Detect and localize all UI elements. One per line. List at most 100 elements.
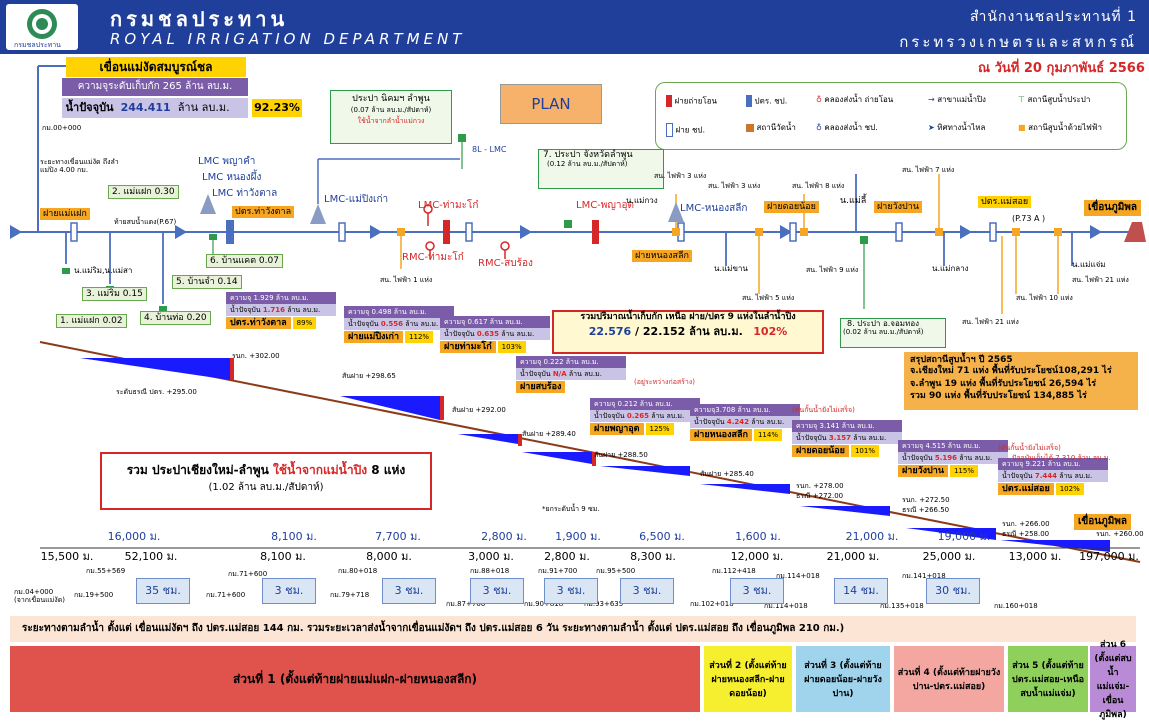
logo-caption: กรมชลประทาน: [14, 41, 61, 49]
weir-percent: 125%: [645, 423, 674, 436]
km-mark: กม.93+635: [584, 600, 624, 608]
legend-item-electric-pump: ■ สถานีสูบน้ำด้วยไฟฟ้า: [1018, 123, 1102, 132]
weir-capacity: ความจุ 1.929 ล้าน ลบ.ม.: [226, 292, 336, 305]
weir-current-label: น้ำปัจจุบัน: [1002, 472, 1035, 481]
legend-text: สาขาแม่น้ำปิง: [937, 95, 986, 104]
distance-top: 2,800 ม.: [481, 530, 527, 543]
report-date: ณ วันที่ 20 กุมภาพันธ์ 2566: [978, 61, 1145, 76]
electric-pump-icon: ■: [1018, 123, 1026, 132]
elev-289: สันฝาย +289.40: [522, 430, 576, 438]
legend-item-rid-gate: ปตร. ชป.: [746, 95, 787, 107]
travel-time: 3 ชม.: [262, 578, 316, 604]
p73a-label: (P.73 A ): [1012, 214, 1046, 223]
weir-current-unit: ล้าน ลบ.ม.: [850, 434, 887, 443]
elev-278: รนก. +278.00: [796, 482, 844, 490]
km-mark: กม.141+018: [902, 572, 946, 580]
km-mark: กม.102+018: [690, 600, 734, 608]
dam-name: เขื่อนแม่งัดสมบูรณ์ชล: [66, 57, 246, 77]
weir-capacity: ความจุ 0.617 ล้าน ลบ.ม.: [440, 316, 550, 329]
header-title-en: ROYAL IRRIGATION DEPARTMENT: [110, 30, 466, 48]
km-mark: กม.90+818: [524, 600, 564, 608]
legend-text: คลองส่งน้ำ ถ่ายโอน: [824, 95, 894, 104]
weir-current: น้ำปัจจุบัน 0.556 ล้าน ลบ.ม.: [344, 318, 454, 331]
km-mark: กม.135+018: [880, 602, 924, 610]
prapa-total-line2: (1.02 ล้าน ลบ.ม./สัปดาห์): [208, 481, 324, 493]
flow-arrows: [10, 225, 1102, 239]
prapa-lamphun-city-box: 7. ประปา จังหวัดลำพูน (0.12 ล้าน ลบ.ม./ส…: [538, 149, 664, 189]
distance-bottom: 21,000 ม.: [826, 550, 880, 563]
weir-card: ความจุ 3.141 ล้าน ลบ.ม.น้ำปัจจุบัน 3.157…: [792, 420, 902, 458]
weir-current-unit: ล้าน ลบ.ม.: [748, 418, 785, 427]
lmc-phaya-ud-label: LMC-พญาอุต: [576, 200, 635, 211]
prapa-total-c: 8 แห่ง: [367, 463, 406, 477]
weir-current-value: 5.196: [934, 454, 957, 463]
distance-bottom: 12,000 ม.: [730, 550, 784, 563]
km-mark: กม.79+718: [330, 591, 370, 599]
weir-name: ฝายหนองสลีก: [690, 429, 752, 442]
lmc-thawang-label: LMC ท่าวังตาล: [212, 188, 278, 199]
prapa-total-line1: รวม ประปาเชียงใหม่-ลำพูน ใช้น้ำจากแม่น้ำ…: [102, 463, 430, 478]
legend-item-transfer-canal: ♁ คลองส่งน้ำ ถ่ายโอน: [816, 95, 893, 104]
legend-text: ฝาย ชป.: [675, 125, 706, 135]
weir-name: ปตร.แม่สอย: [998, 483, 1054, 496]
travel-time: 3 ชม.: [544, 578, 598, 604]
gauge-station-icon: [746, 123, 754, 132]
legend-item-gauge: สถานีวัดน้ำ: [746, 123, 796, 132]
weir-note: (คันกั้นน้ำยังไม่เสร็จ): [998, 444, 1061, 452]
pump-summary-title: สรุปสถานีสูบน้ำฯ ปี 2565: [910, 355, 1013, 365]
weir-current: น้ำปัจจุบัน 3.157 ล้าน ลบ.ม.: [792, 432, 902, 445]
bhumibol-dam-icon: [1124, 222, 1146, 242]
km-mark: กม.04+000 (จากเขื่อนแม่งัด): [14, 588, 65, 605]
travel-time: 30 ชม.: [926, 578, 980, 604]
elev-302: รนก. +302.00: [232, 352, 280, 360]
water-storage-fills: [80, 358, 1110, 552]
lmc-canal-shapes: [200, 194, 684, 224]
bl-lmc-label: 8L - LMC: [472, 145, 507, 154]
km0-label: กม.00+000: [42, 124, 82, 132]
legend-item-rid-weir: ฝาย ชป.: [666, 123, 705, 137]
weir-current-unit: ล้าน ลบ.ม.: [956, 454, 993, 463]
pump-station-markers: [397, 228, 1062, 236]
weir-current: น้ำปัจจุบัน 4.242 ล้าน ลบ.ม.: [690, 416, 800, 429]
elev-288: สันฝาย +288.50: [594, 451, 648, 459]
mae-soi-gate-top-label: ปตร.แม่สอย: [978, 196, 1032, 209]
weir-capacity: ความจุ 0.222 ล้าน ลบ.ม.: [516, 356, 626, 369]
section-2: ส่วนที่ 2 (ตั้งแต่ท้ายฝายหนองสลีก-ฝายดอย…: [704, 646, 792, 712]
pump-summary-line2: จ.ลำพูน 19 แห่ง พื้นที่รับประโยชน์ 26,59…: [910, 378, 1097, 389]
power-3b-label: สน. ไฟฟ้า 3 แห่ง: [708, 182, 761, 190]
weir-card: ความจุ 1.929 ล้าน ลบ.ม.น้ำปัจจุบัน 1.716…: [226, 292, 336, 330]
weir-note: (อยู่ระหว่างก่อสร้าง): [634, 378, 696, 386]
weir-name: ฝายดอยน้อย: [792, 445, 849, 458]
legend-item-rid-canal: ♁ คลองส่งน้ำ ชป.: [816, 123, 878, 132]
dondoi-weir-top-label: ฝายดอยน้อย: [764, 201, 819, 214]
weir-current-value: 0.265: [626, 412, 649, 421]
blue-weir-icon: [666, 123, 673, 137]
mae-lee-label: น.แม่ลี้: [840, 196, 867, 206]
weir-current-unit: ล้าน ลบ.ม.: [566, 370, 602, 379]
prapa-total-b: ใช้น้ำจากแม่น้ำปิง: [273, 463, 368, 477]
km-mark: กม.160+018: [994, 602, 1038, 610]
elev-260: รนก. +260.00: [1096, 530, 1144, 538]
prapa-nikhom-line1: ประปา นิคมฯ ลำพูน: [352, 94, 430, 104]
section-5: ส่วน 5 (ตั้งแต่ท้ายปตร.แม่สอย-เหนือสบน้ำ…: [1008, 646, 1088, 712]
km-mark: กม.87+766: [446, 600, 486, 608]
dam-current-value: 244.411: [120, 101, 171, 114]
distance-bottom: 52,100 ม.: [124, 550, 178, 563]
mae-rim-3-label: 3. แม่ริม 0.15: [82, 287, 147, 302]
km-mark: กม.80+018: [338, 567, 378, 575]
pump-station-lines: [400, 174, 1059, 314]
dam-distance-note: ระยะทางเขื่อนแม่งัด ถึงลำแม่ปิง 4.00 กม.: [40, 158, 119, 175]
km-mark: กม.114+018: [776, 572, 820, 580]
elev-272: ธรณี +272.00: [796, 492, 844, 500]
weir-current: น้ำปัจจุบัน N/A ล้าน ลบ.ม.: [516, 368, 626, 381]
storage-percent: 102%: [753, 325, 788, 339]
canal-markers: [423, 204, 510, 259]
elev-292: สันฝาย +292.00: [452, 406, 506, 414]
distance-bottom: 3,000 ม.: [468, 550, 514, 563]
legend-text: สถานีสูบน้ำด้วยไฟฟ้า: [1028, 123, 1102, 132]
ban-tho-4-label: 4. บ้านท่อ 0.20: [140, 311, 211, 326]
travel-time: 3 ชม.: [730, 578, 784, 604]
pump-summary-line1: จ.เชียงใหม่ 71 แห่ง พื้นที่รับประโยชน์10…: [910, 366, 1112, 377]
